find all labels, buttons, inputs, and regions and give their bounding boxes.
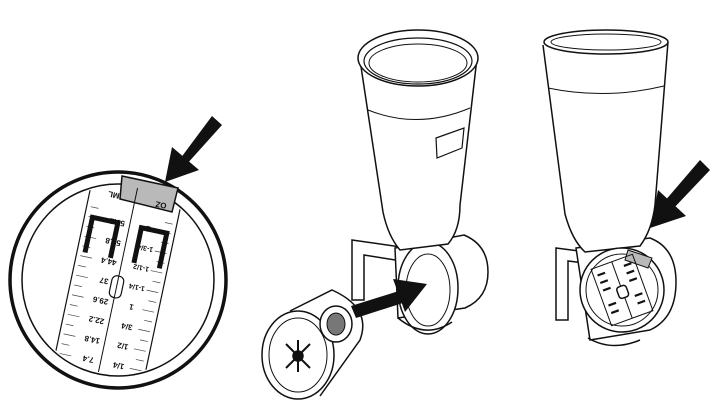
- scale-oz-label: 1-1/2: [133, 262, 150, 272]
- scale-divider: [96, 186, 139, 374]
- dial-u-pointer: [131, 224, 170, 269]
- scale-ml-label: 22.2: [87, 314, 105, 326]
- hopper-label-plate: [435, 127, 465, 159]
- scale-oz-label: 1/4: [112, 360, 125, 371]
- pointer-arrow-left: [165, 116, 222, 182]
- scale-oz-label: 1/2: [116, 340, 129, 351]
- scale-oz-label: 1-1/4: [128, 282, 145, 292]
- scale-ml-label: 14.8: [83, 333, 101, 345]
- scale-unit-oz: OZ: [155, 199, 168, 210]
- magnified-dial: 1/4 1/2 3/4 1 1-1/4 1-1/2 1-3/4 2 7.4 14…: [8, 170, 228, 390]
- grinder-cup-socket-core: [326, 312, 346, 336]
- scale-plate: [51, 186, 185, 374]
- hopper-seam: [367, 107, 471, 121]
- pointer-arrow-middle: [351, 279, 427, 318]
- dial-highlight-window: [119, 175, 179, 213]
- dial-u-pointer: [82, 214, 121, 259]
- scale-oz-label: 1-3/4: [137, 242, 154, 252]
- hopper-assembly-exploded: [261, 29, 489, 400]
- scale-ml-label: 37: [98, 275, 109, 286]
- hopper-cone: [359, 57, 478, 251]
- hopper-seam-installed: [547, 85, 665, 95]
- scale-ml-label: 7.4: [81, 353, 94, 364]
- housing-base-installed: [587, 337, 641, 347]
- installed-center-marker: [616, 284, 630, 300]
- hopper-cone-installed: [542, 41, 669, 253]
- housing-base: [397, 317, 453, 331]
- pointer-arrow-right: [650, 160, 710, 228]
- grinder-hub: [292, 350, 304, 362]
- scale-oz-label: 1: [128, 302, 135, 312]
- scale-unit-ml: ML: [107, 189, 120, 200]
- hopper-assembly-installed: [542, 29, 677, 347]
- hopper-rim-lip: [368, 43, 468, 83]
- scale-ml-label: 44.4: [100, 255, 118, 267]
- scale-ml-label: 29.6: [92, 294, 110, 306]
- scale-oz-label: 3/4: [120, 321, 133, 332]
- dial-center-marker: [108, 275, 125, 299]
- hopper-rim-inner-installed: [550, 33, 662, 51]
